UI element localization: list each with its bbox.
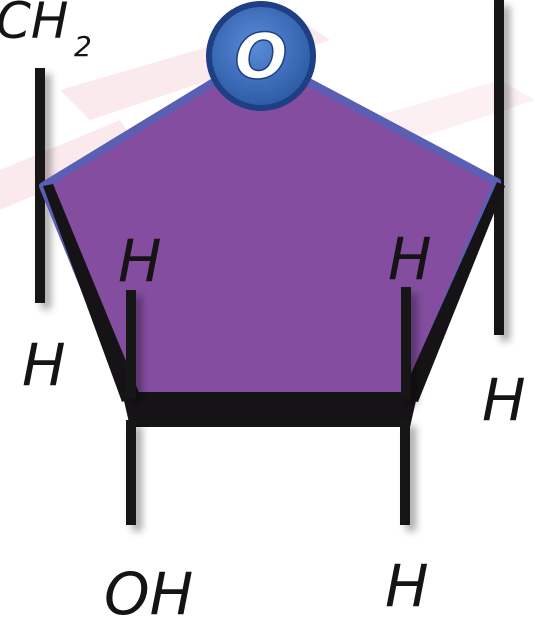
right-vertical-bond-lower	[494, 185, 504, 335]
inner-left-bond	[126, 290, 136, 398]
h-outer-left: H	[22, 331, 66, 399]
lower-left-bond	[126, 420, 136, 525]
oxygen-label: O	[235, 20, 288, 93]
pentagon-ring	[39, 51, 505, 427]
h-outer-right: H	[482, 366, 526, 434]
ch2-label: CH	[0, 0, 69, 50]
ring-front-left-edge	[43, 184, 140, 402]
h-inner-right: H	[388, 225, 432, 293]
inner-bonds	[126, 287, 411, 525]
h-bottom-right: H	[385, 552, 429, 620]
oxygen-atom: O	[206, 1, 316, 111]
h-inner-left: H	[118, 227, 162, 295]
right-vertical-bond-upper	[494, 0, 504, 185]
inner-right-bond	[401, 287, 411, 399]
oh-bottom-left: OH	[104, 560, 193, 628]
ring-front-right-edge	[400, 182, 505, 402]
lower-right-bond	[400, 420, 410, 525]
ring-bottom-bond	[122, 392, 418, 427]
ch2-subscript: 2	[74, 30, 92, 63]
